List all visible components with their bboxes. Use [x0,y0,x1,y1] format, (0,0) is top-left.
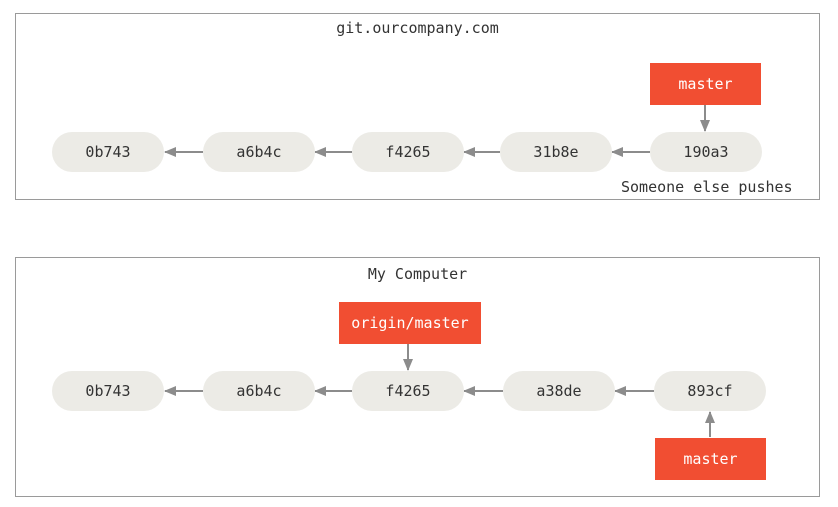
remote-commit-node: 31b8e [500,132,612,172]
local-commit-node: 0b743 [52,371,164,411]
remote-commit-node: f4265 [352,132,464,172]
remote-commit-node: 0b743 [52,132,164,172]
remote-commit-node: a6b4c [203,132,315,172]
remote-commit-node: 190a3 [650,132,762,172]
local-commit-node: a6b4c [203,371,315,411]
remote-title: git.ourcompany.com [336,19,499,37]
local-commit-node: f4265 [352,371,464,411]
remote-note: Someone else pushes [621,178,793,196]
remote-master-ref: master [650,63,761,105]
origin-master-ref: origin/master [339,302,481,344]
local-commit-node: a38de [503,371,615,411]
local-title: My Computer [367,265,468,283]
local-master-ref: master [655,438,766,480]
local-commit-node: 893cf [654,371,766,411]
